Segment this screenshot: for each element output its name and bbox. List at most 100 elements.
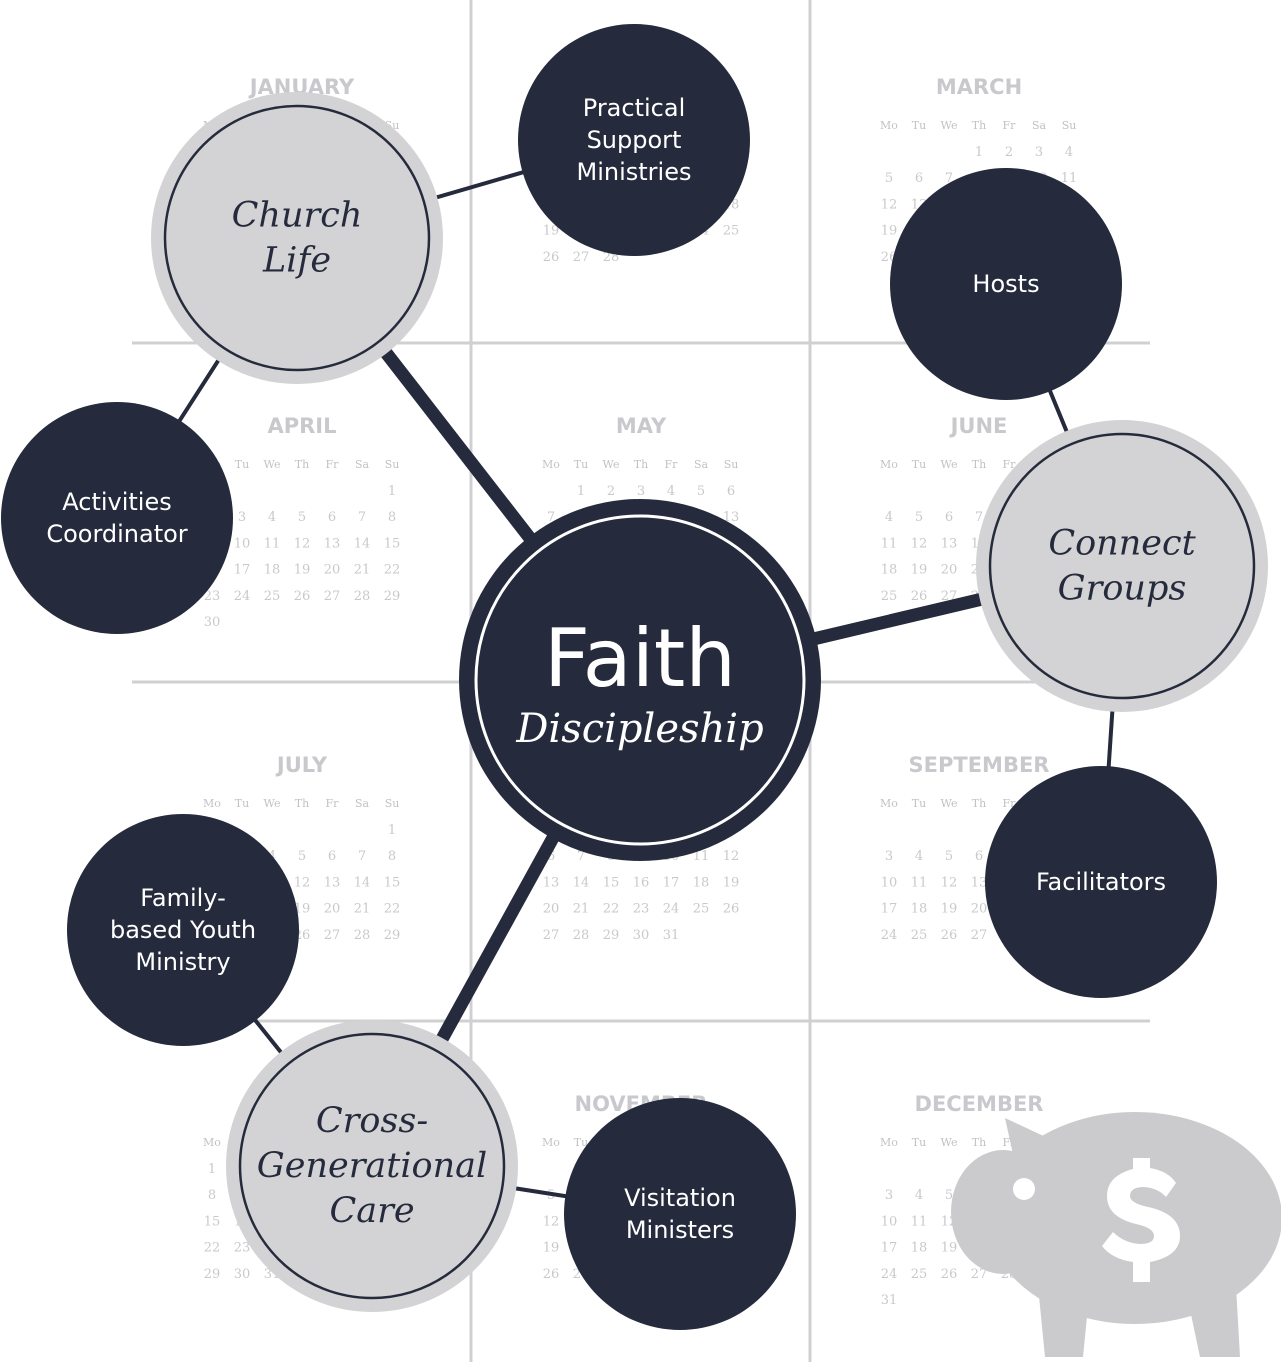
weekday-label: Su (1062, 119, 1077, 132)
calendar-day: 5 (915, 510, 923, 525)
calendar-day: 5 (945, 849, 953, 864)
calendar-day: 29 (204, 1267, 221, 1282)
weekday-label: We (941, 119, 958, 132)
node-label-line: Family- (140, 884, 225, 912)
piggy-head (951, 1150, 1055, 1274)
calendar-day: 28 (354, 928, 371, 943)
weekday-label: Sa (694, 458, 709, 471)
calendar-day: 25 (264, 589, 281, 604)
calendar-day: 24 (663, 902, 680, 917)
calendar-day: 20 (324, 563, 341, 578)
calendar-day: 24 (234, 589, 251, 604)
weekday-label: We (941, 1136, 958, 1149)
calendar-day: 4 (667, 484, 675, 499)
calendar-day: 25 (723, 224, 740, 239)
calendar-day: 28 (354, 589, 371, 604)
calendar-day: 24 (881, 928, 898, 943)
calendar-day: 11 (1061, 171, 1078, 186)
calendar-day: 19 (911, 563, 928, 578)
calendar-day: 6 (945, 510, 953, 525)
calendar-day: 15 (204, 1214, 221, 1229)
weekday-label: Su (385, 797, 400, 810)
node-label-line: Visitation (624, 1184, 736, 1212)
calendar-day: 4 (885, 510, 893, 525)
calendar-day: 6 (727, 484, 735, 499)
center-circle (459, 499, 821, 861)
calendar-day: 26 (941, 1267, 958, 1282)
calendar-day: 17 (663, 875, 680, 890)
calendar-day: 20 (971, 902, 988, 917)
calendar-day: 19 (941, 902, 958, 917)
calendar-day: 27 (573, 250, 590, 265)
node-label-line: Support (587, 126, 682, 154)
center-inner-ring (474, 514, 806, 846)
center-title: Faith (544, 612, 736, 705)
calendar-day: 11 (911, 875, 928, 890)
calendar-day: 13 (971, 875, 988, 890)
weekday-label: We (603, 458, 620, 471)
weekday-label: Su (724, 458, 739, 471)
calendar-day: 6 (328, 849, 336, 864)
calendar-day: 10 (881, 1214, 898, 1229)
role-node-hosts: Hosts (890, 168, 1122, 400)
calendar-day: 12 (941, 875, 958, 890)
calendar-day: 2 (607, 484, 615, 499)
calendar-day: 19 (941, 1241, 958, 1256)
weekday-label: Su (385, 458, 400, 471)
calendar-day: 1 (208, 1162, 216, 1177)
dollar-sign-icon (1102, 1158, 1180, 1282)
calendar-day: 29 (603, 928, 620, 943)
calendar-day: 31 (881, 1293, 898, 1308)
calendar-day: 17 (881, 1241, 898, 1256)
calendar-day: 19 (543, 1241, 560, 1256)
hub-inner-ring (238, 1032, 506, 1300)
weekday-label: Mo (542, 1136, 560, 1149)
calendar-day: 18 (911, 1241, 928, 1256)
calendar-day: 4 (1065, 145, 1073, 160)
calendar-day: 10 (881, 875, 898, 890)
weekday-label: Tu (912, 797, 926, 810)
calendar-day: 3 (885, 1188, 893, 1203)
piggy-leg-back (1185, 1286, 1240, 1357)
weekday-label: Fr (665, 458, 679, 471)
weekday-label: Sa (355, 797, 370, 810)
node-label-line: Generational (257, 1146, 487, 1186)
calendar-day: 11 (881, 536, 898, 551)
calendar-day: 7 (358, 510, 366, 525)
weekday-label: Tu (912, 119, 926, 132)
calendar-day: 22 (204, 1241, 221, 1256)
calendar-day: 22 (384, 563, 401, 578)
calendar-day: 20 (941, 563, 958, 578)
calendar-day: 27 (971, 928, 988, 943)
calendar-day: 15 (603, 875, 620, 890)
month-name: JUNE (949, 414, 1008, 438)
node-label-line: Ministries (577, 158, 692, 186)
calendar-day: 6 (328, 510, 336, 525)
role-node-facilitators: Facilitators (985, 766, 1217, 998)
calendar-day: 26 (723, 902, 740, 917)
calendar-day: 20 (543, 902, 560, 917)
calendar-day: 26 (543, 1267, 560, 1282)
hub-circle (976, 420, 1268, 712)
calendar-day: 5 (298, 510, 306, 525)
calendar-day: 13 (324, 875, 341, 890)
calendar-day: 23 (204, 589, 221, 604)
calendar-day: 13 (543, 875, 560, 890)
calendar-day: 14 (354, 536, 371, 551)
month-name: MAY (616, 414, 667, 438)
calendar-day: 12 (881, 197, 898, 212)
weekday-label: Mo (880, 1136, 898, 1149)
calendar-day: 3 (1035, 145, 1043, 160)
calendar-day: 12 (294, 536, 311, 551)
weekday-label: Tu (912, 1136, 926, 1149)
node-label-line: Groups (1058, 569, 1187, 609)
weekday-label: Tu (574, 1136, 588, 1149)
node-label-line: Care (329, 1191, 414, 1231)
